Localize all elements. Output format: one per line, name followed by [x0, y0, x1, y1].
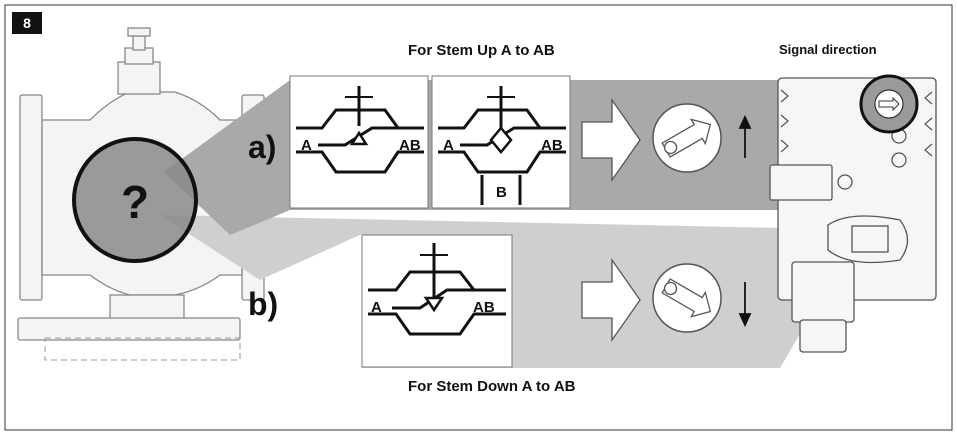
- port-a-b1: A: [371, 299, 382, 316]
- arrow-right-b: [581, 257, 641, 343]
- figure-number-badge: 8: [12, 12, 42, 34]
- port-ab-a2: AB: [541, 137, 563, 154]
- dashed-flange: [44, 337, 241, 361]
- caption-signal-direction: Signal direction: [779, 42, 877, 57]
- arrow-up-icon: [738, 114, 752, 158]
- signal-switch-arrow: [878, 96, 900, 112]
- valve-diagram-a1: [296, 86, 424, 174]
- port-a-a2: A: [443, 137, 454, 154]
- valve-diagram-a2: [438, 86, 566, 205]
- caption-stem-down: For Stem Down A to AB: [408, 378, 576, 395]
- caption-stem-up: For Stem Up A to AB: [408, 42, 555, 59]
- port-ab-a1: AB: [399, 137, 421, 154]
- valve-diagram-b1: [368, 243, 506, 336]
- port-ab-b1: AB: [473, 299, 495, 316]
- port-a-a1: A: [301, 137, 312, 154]
- magnifier-circle: [72, 137, 198, 263]
- label-a: a): [248, 129, 276, 165]
- port-b-a2: B: [496, 184, 507, 201]
- dial-a: [652, 103, 722, 173]
- dial-b: [652, 263, 722, 333]
- arrow-down-icon: [738, 282, 752, 328]
- question-mark: ?: [121, 176, 149, 228]
- actuator-vents: [780, 89, 933, 157]
- label-b: b): [248, 286, 278, 322]
- arrow-right-a: [581, 97, 641, 183]
